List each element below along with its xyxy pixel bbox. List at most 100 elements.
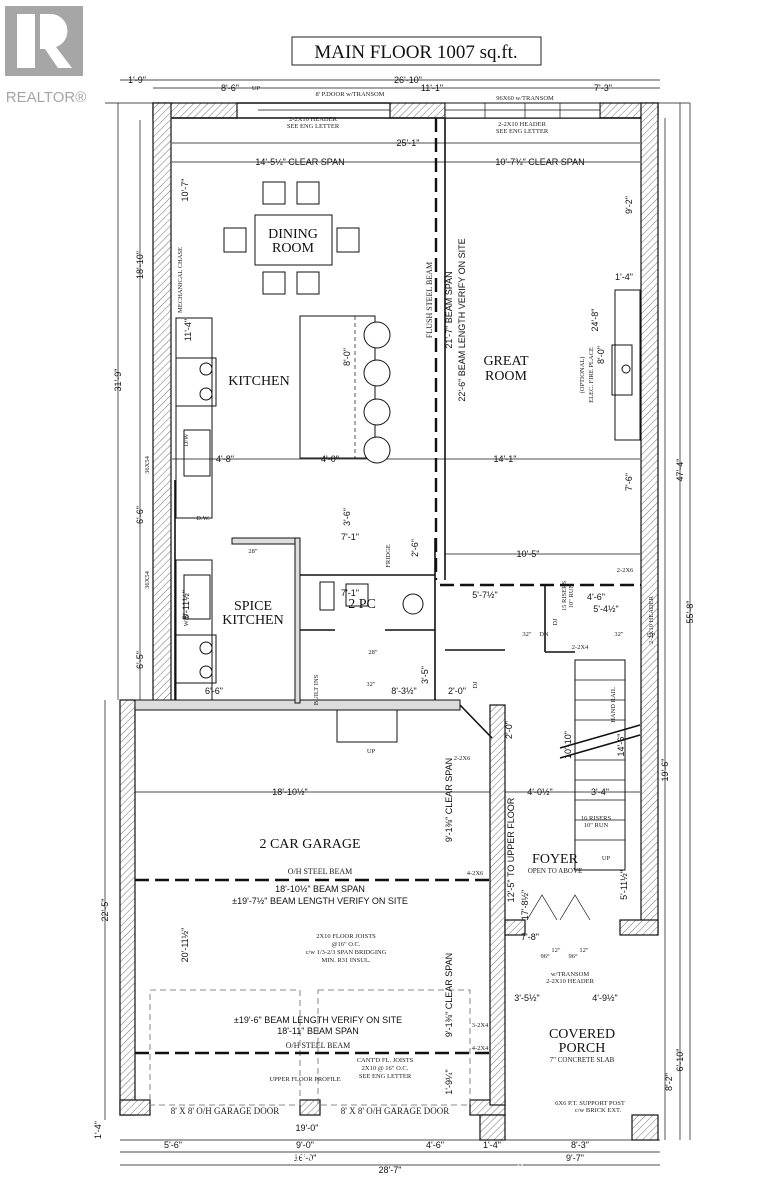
realtor-logo: REALTOR® [5, 6, 86, 106]
note: W/D [183, 613, 190, 626]
exterior-walls [119, 102, 659, 1141]
note: SEE ENG LETTER [287, 123, 340, 130]
upper-floor-profile [149, 989, 471, 1106]
kitchen-counters [175, 317, 217, 701]
note: 28" [368, 649, 378, 656]
note: ±19'-7½" BEAM LENGTH VERIFY ON SITE [232, 896, 408, 906]
note: 22'-6" BEAM LENGTH VERIFY ON SITE [457, 238, 467, 401]
dimension: 55'-8" [685, 601, 695, 624]
note: c/w BRICK EXT. [575, 1107, 622, 1114]
note: 4-2X6 [467, 870, 484, 877]
dimension: 1'-4" [93, 1121, 103, 1139]
dimension: 31'-9" [113, 369, 123, 392]
note: 2-2X10 HEADER [289, 116, 338, 123]
dimension: 7'-1" [341, 588, 359, 598]
title-box [291, 36, 542, 66]
dimension: 16'-0" [294, 1153, 317, 1163]
dimension: 14'-6" [616, 734, 626, 757]
note: 32" [366, 681, 376, 688]
powder-room-label: 2 PC [348, 597, 376, 612]
garage-step [336, 709, 398, 743]
front-double-door [526, 894, 591, 921]
dimension: 1'-4" [615, 272, 633, 282]
patio-door [237, 102, 390, 111]
dimension: 20'-11½" [180, 928, 190, 963]
note: 2-2X10 HEADER [498, 121, 547, 128]
note: DJ [472, 681, 479, 689]
note: 2-2X4 [572, 644, 589, 651]
watermark: NUVISTA PREMIERE REALTY INC. Brokerage [259, 1152, 531, 1167]
dimension: 4'-8" [216, 454, 234, 464]
note: w/TRANSOM [551, 971, 590, 978]
note: 15 RISERS [561, 581, 568, 612]
dimension: 17'-8½" [520, 890, 530, 920]
dimension: 8'-11½" [181, 590, 191, 620]
dimension: 5'-4½" [593, 604, 618, 614]
kitchen-label: KITCHEN [228, 374, 289, 389]
interior-walls [134, 117, 641, 739]
note: 2-2X10 HEADER [546, 978, 595, 985]
note: 96° [568, 953, 578, 960]
note: 3-2X4 [472, 1022, 489, 1029]
note: 2-2X6 [454, 755, 471, 762]
note: @16" O.C. [331, 941, 360, 948]
dimension: 14'-5¼" CLEAR SPAN [255, 157, 344, 167]
dimension: 8'-0" [342, 348, 352, 366]
dimension: 6'-6" [135, 506, 145, 524]
notes: 8' P.DOOR w/TRANSOM UP 96X60 w/TRANSOM 2… [144, 85, 656, 1116]
window-96x60 [444, 102, 601, 119]
note: 2-2X10 HEADER [648, 595, 655, 644]
note: 18'-10½" BEAM SPAN [275, 884, 365, 894]
dimension: 1'-9" [128, 75, 146, 85]
dimension: 25'-1" [397, 138, 420, 148]
realtor-logo-text: REALTOR® [6, 89, 87, 106]
dimension: 8'-3½" [391, 686, 416, 696]
dimension: 3'-6" [342, 508, 352, 526]
note: MIN. R31 INSUL. [321, 957, 370, 964]
dimension: 8'-0" [596, 346, 606, 364]
dimension: 19'-6" [660, 759, 670, 782]
note: 2X10 @ 16" O.C. [362, 1065, 409, 1072]
dining-table [223, 181, 360, 295]
note: D.W. [196, 515, 210, 522]
note: HAND RAIL [610, 687, 617, 723]
note: DJ [552, 618, 559, 626]
dimension: 4'-6" [426, 1140, 444, 1150]
dimension: 24'-8" [590, 309, 600, 332]
dimension: 9'-1⅜" CLEAR SPAN [444, 953, 454, 1037]
dimension: 22'-5" [100, 899, 110, 922]
room-labels: DINING ROOM KITCHEN GREAT ROOM SPICE KIT… [222, 227, 615, 1064]
fireplace [611, 289, 641, 441]
kitchen-island [299, 315, 391, 464]
dimension: 28'-7" [379, 1165, 402, 1175]
dimension: 5'-6" [164, 1140, 182, 1150]
dining-room-label-2: ROOM [272, 241, 315, 256]
note: 96° [540, 953, 550, 960]
dimension: 1'-4" [483, 1140, 501, 1150]
great-room-label: GREAT [483, 354, 529, 369]
dimension: 12'-5" TO UPPER FLOOR [506, 797, 516, 902]
spice-kitchen-label: SPICE [234, 599, 272, 614]
note: 12" [579, 947, 589, 954]
note: 2X10 FLOOR JOISTS [316, 933, 376, 940]
note: 16 RISERS [581, 815, 612, 822]
dimension: 8'-6" [221, 83, 239, 93]
note: SEE ENG LETTER [496, 128, 549, 135]
dimension-lines [104, 79, 691, 1166]
dimension: 10'-10" [563, 731, 573, 759]
dimension: 6'-10" [675, 1049, 685, 1072]
note: UP [252, 85, 261, 92]
dimension: 9'-7" [566, 1153, 584, 1163]
dimension: 6'-6" [205, 686, 223, 696]
foyer-label: FOYER [532, 852, 579, 867]
dimension: 1'-9¼" [444, 1069, 454, 1094]
dimension: 18'-10½" [272, 787, 307, 797]
dimension: 4'-0½" [527, 787, 552, 797]
dimensions: 1'-9" 26'-10" 8'-6" 11'-1" 7'-3" 25'-1" … [93, 75, 695, 1175]
foyer-sub-label: OPEN TO ABOVE [528, 867, 583, 875]
note: 10" RUN [568, 583, 575, 608]
note: O/H STEEL BEAM [286, 1041, 351, 1050]
dimension: 5'-7½" [472, 590, 497, 600]
dimension: 9'-2" [624, 196, 634, 214]
garage-label: 2 CAR GARAGE [259, 837, 360, 852]
